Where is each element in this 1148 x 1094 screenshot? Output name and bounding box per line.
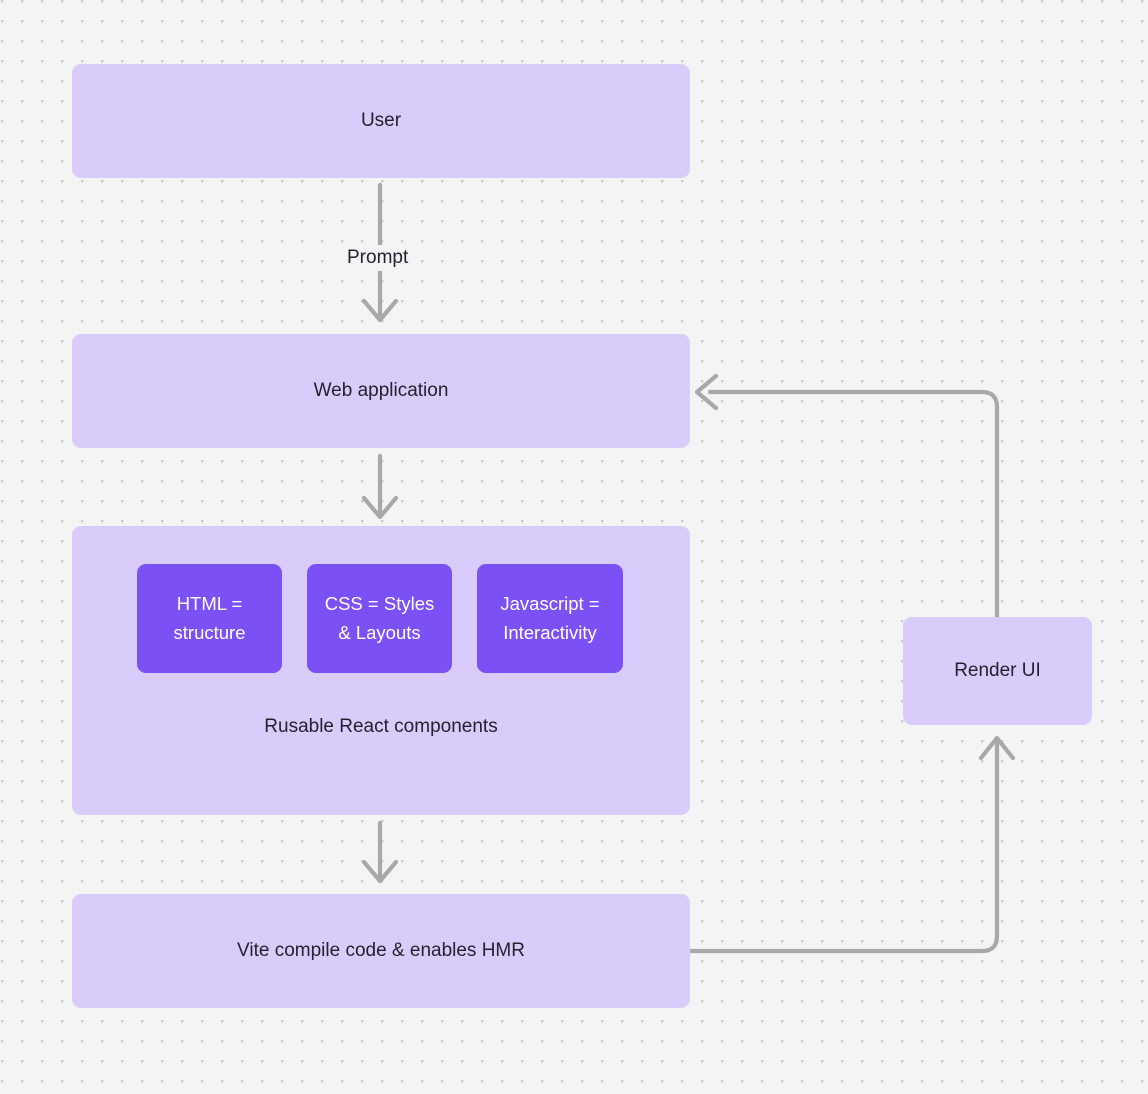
node-render-ui[interactable]: Render UI	[903, 617, 1092, 725]
node-css-label: CSS = Styles & Layouts	[325, 590, 435, 647]
node-render-ui-label: Render UI	[954, 660, 1041, 682]
node-javascript-line1: Javascript =	[500, 592, 600, 614]
node-reusable-react-components-label: Rusable React components	[264, 716, 498, 737]
node-vite-label: Vite compile code & enables HMR	[237, 940, 525, 962]
edge-label-prompt-text: Prompt	[347, 247, 409, 268]
node-html[interactable]: HTML = structure	[137, 564, 282, 673]
node-web-application-label: Web application	[313, 380, 449, 402]
node-vite[interactable]: Vite compile code & enables HMR	[72, 894, 690, 1008]
node-html-line2: structure	[173, 621, 246, 643]
edge-render-ui-to-web-app	[694, 373, 1000, 620]
node-css-line1: CSS = Styles	[324, 592, 435, 614]
node-user[interactable]: User	[72, 64, 690, 178]
node-html-line1: HTML =	[176, 592, 243, 614]
edge-react-to-vite	[361, 820, 399, 884]
edge-vite-to-render-ui	[688, 735, 1016, 954]
node-css[interactable]: CSS = Styles & Layouts	[307, 564, 452, 673]
node-web-application[interactable]: Web application	[72, 334, 690, 448]
node-user-label: User	[360, 110, 402, 132]
node-javascript-label: Javascript = Interactivity	[500, 590, 599, 647]
node-javascript-line2: Interactivity	[503, 621, 597, 643]
node-css-line2: & Layouts	[338, 621, 421, 643]
edge-web-app-to-react	[361, 453, 399, 520]
node-javascript[interactable]: Javascript = Interactivity	[477, 564, 623, 673]
node-html-label: HTML = structure	[174, 590, 246, 647]
edge-label-prompt: Prompt	[340, 245, 416, 271]
